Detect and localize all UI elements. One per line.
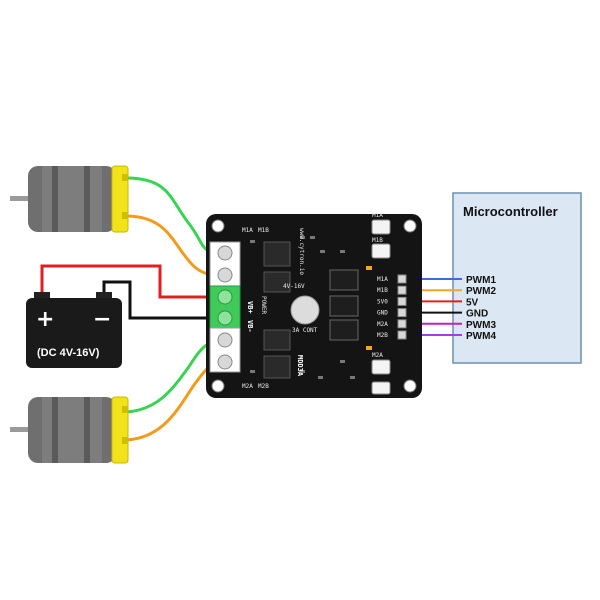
battery-body [26, 298, 122, 368]
channel-label: M2B [258, 383, 269, 390]
mounting-hole [211, 379, 225, 393]
signal-label-5v: 5V [466, 297, 479, 308]
battery-black-wire [102, 280, 226, 320]
signal-label-pwm2: PWM2 [466, 286, 496, 297]
board-model: MDD3A [296, 355, 304, 377]
mosfet [329, 269, 359, 291]
channel-label: M2A [372, 352, 383, 359]
channel-label: M1A [242, 227, 253, 234]
driver-chip [263, 271, 291, 293]
board-rating: 4V-16V [283, 283, 305, 290]
motor-2 [10, 396, 129, 464]
m1b-test-button[interactable] [371, 243, 391, 259]
board-brand: www.cytron.io [298, 228, 305, 275]
header-pin [397, 330, 407, 340]
battery: + − (DC 4V-16V) [26, 292, 122, 368]
status-led [366, 266, 372, 270]
terminal-label-vbplus: VB+ [246, 301, 254, 314]
header-pin-label: M2A [377, 321, 388, 328]
m2a-test-button[interactable] [371, 359, 391, 375]
header-pin-label: M1B [377, 287, 388, 294]
motor-1 [10, 165, 129, 233]
capacitor [290, 295, 320, 325]
driver-chip [263, 355, 291, 379]
channel-label: M1B [258, 227, 269, 234]
signal-label-pwm4: PWM4 [466, 331, 496, 342]
channel-label: M1A [372, 212, 383, 219]
power-silk-label: POWER [260, 296, 267, 314]
battery-red-wire [40, 264, 226, 299]
header-pin [397, 308, 407, 318]
mosfet [329, 295, 359, 317]
m2b-test-button[interactable] [371, 381, 391, 395]
header-pin [397, 285, 407, 295]
signal-label-pwm3: PWM3 [466, 320, 496, 331]
board-current: 3A CONT [292, 327, 318, 334]
terminal-label-vbminus: VB- [246, 320, 254, 333]
header-pin-label: M1A [377, 276, 388, 283]
mosfet [329, 319, 359, 341]
mounting-hole [211, 219, 225, 233]
header-pin [397, 296, 407, 306]
microcontroller-box [452, 192, 582, 364]
channel-label: M2A [242, 383, 253, 390]
battery-minus-sign: − [93, 307, 111, 332]
signal-label-pwm1: PWM1 [466, 275, 496, 286]
status-led [366, 346, 372, 350]
microcontroller-title: Microcontroller [463, 204, 558, 219]
header-pin [397, 319, 407, 329]
driver-chip [263, 241, 291, 267]
driver-chip [263, 329, 291, 351]
header-pin-label: M2B [377, 332, 388, 339]
motor-driver-board: VB+ VB- POWER www.cytron.io 4V-16 [206, 212, 422, 398]
header-pin-label: 5V0 [377, 298, 388, 305]
header-pin-label: GND [377, 310, 388, 317]
mounting-hole [403, 379, 417, 393]
motor-2-endcap [111, 396, 129, 464]
signal-label-gnd: GND [466, 309, 488, 320]
battery-voltage-label: (DC 4V-16V) [37, 347, 100, 359]
channel-label: M1B [372, 237, 383, 244]
battery-plus-sign: + [36, 307, 54, 332]
mounting-hole [403, 219, 417, 233]
header-pin [397, 274, 407, 284]
m1a-test-button[interactable] [371, 219, 391, 235]
